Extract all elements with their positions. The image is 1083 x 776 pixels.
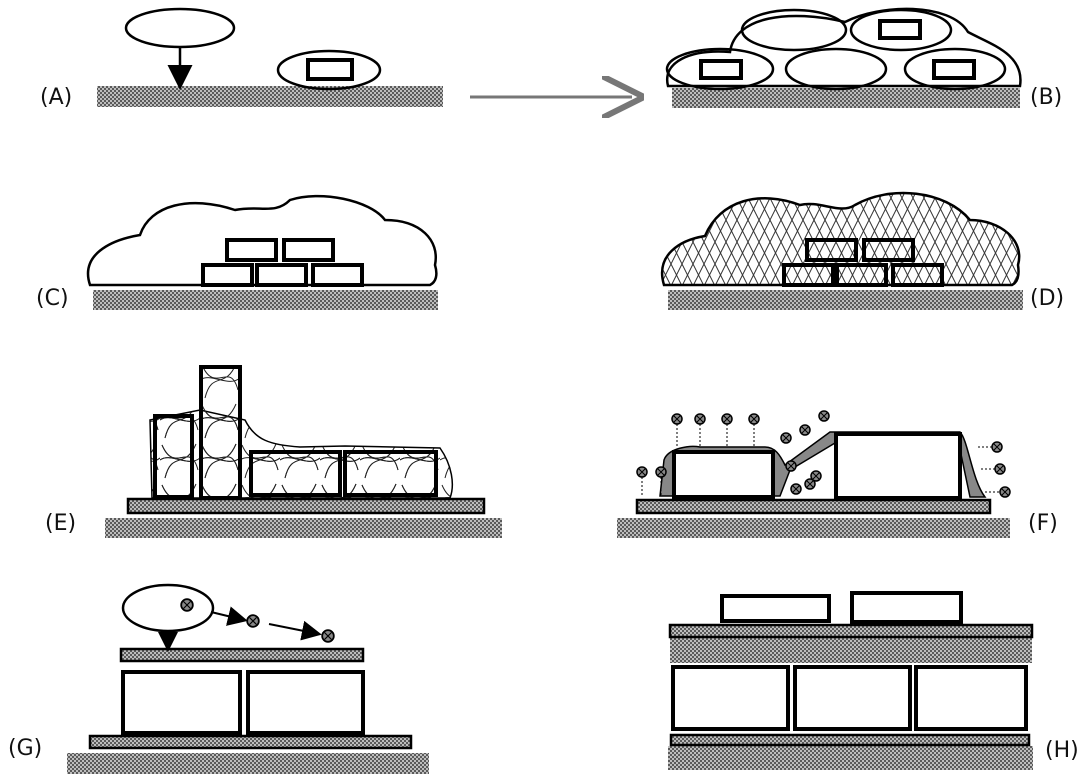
nanoparticle	[818, 410, 830, 422]
hatched-layer	[670, 637, 1032, 663]
panel-g: (G)	[8, 583, 429, 774]
particle	[932, 59, 976, 80]
nanoparticle	[321, 629, 335, 643]
droplet	[124, 7, 236, 49]
droplet	[903, 47, 1007, 91]
substrate	[668, 746, 1033, 770]
top-layer	[668, 623, 1034, 639]
panel-label-c: (C)	[36, 286, 69, 311]
panel-c: (C)	[36, 194, 438, 311]
nanoparticle	[180, 598, 194, 612]
block	[793, 665, 912, 731]
bottom-layer	[126, 497, 486, 515]
particle	[805, 238, 858, 262]
panel-label-a: (A)	[40, 85, 72, 110]
panel-f: (F)	[617, 410, 1058, 538]
nanoparticle	[991, 441, 1003, 453]
pillar	[199, 365, 242, 500]
droplet	[121, 583, 215, 633]
panel-d: (D)	[661, 191, 1064, 311]
substrate	[668, 290, 1023, 310]
nanoparticle	[655, 466, 667, 478]
substrate	[105, 518, 502, 538]
bottom-layer	[635, 498, 992, 515]
particle	[311, 263, 364, 287]
substrate	[617, 518, 1010, 538]
particle	[862, 238, 915, 262]
particle	[306, 58, 354, 81]
bottom-layer	[88, 734, 413, 750]
top-layer	[119, 647, 365, 663]
nanoparticle	[671, 413, 683, 425]
panel-label-b: (B)	[1030, 85, 1062, 110]
nanoparticle	[780, 432, 792, 444]
nanoparticle	[246, 614, 260, 628]
substrate	[97, 86, 443, 107]
substrate	[93, 290, 438, 310]
panel-h: (H)	[668, 591, 1079, 770]
block	[672, 450, 775, 499]
block	[671, 665, 790, 731]
droplet	[740, 8, 848, 52]
particle	[891, 263, 944, 287]
pillar	[153, 414, 194, 499]
nanoparticle	[790, 483, 802, 495]
particle	[878, 19, 922, 40]
nanoparticle	[785, 460, 797, 472]
panel-label-f: (F)	[1028, 511, 1058, 536]
block	[720, 594, 831, 623]
panel-label-d: (D)	[1030, 286, 1064, 311]
bottom-layer	[669, 733, 1031, 747]
block	[246, 670, 365, 735]
coalesced-film	[665, 7, 1022, 88]
nanoparticle	[694, 413, 706, 425]
panel-label-h: (H)	[1045, 738, 1079, 763]
panel-label-g: (G)	[8, 736, 42, 761]
particle	[225, 238, 278, 262]
substrate	[67, 753, 429, 774]
substrate	[672, 88, 1020, 108]
block	[249, 450, 342, 497]
droplet	[665, 47, 775, 91]
panel-b: (B)	[665, 7, 1062, 110]
particle	[282, 238, 335, 262]
block	[121, 670, 242, 735]
panel-a: (A)	[40, 7, 443, 110]
panel-e: (E)	[45, 365, 502, 538]
particle	[201, 263, 254, 287]
transfer-arrow	[210, 606, 248, 626]
block	[850, 591, 963, 624]
deposited-droplet	[276, 49, 382, 91]
particle	[782, 263, 835, 287]
transfer-arrow	[268, 620, 322, 641]
block	[914, 665, 1028, 731]
nanoparticle	[810, 470, 822, 482]
nanoparticle	[999, 486, 1011, 498]
nanoparticle	[994, 463, 1006, 475]
panel-label-e: (E)	[45, 511, 76, 536]
block	[834, 432, 962, 500]
droplet	[849, 8, 953, 52]
particle	[699, 59, 743, 80]
particle	[835, 263, 888, 287]
nanoparticle	[799, 424, 811, 436]
nanoparticle	[748, 413, 760, 425]
droplet	[784, 47, 888, 91]
solvent-cloud	[86, 194, 438, 287]
nanoparticle	[636, 466, 648, 478]
nanoparticle	[721, 413, 733, 425]
particle	[255, 263, 308, 287]
block	[343, 450, 438, 497]
